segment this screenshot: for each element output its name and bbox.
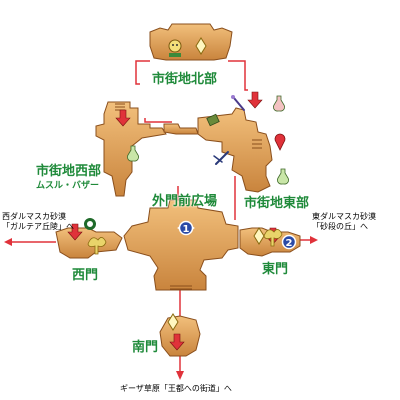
down-arrow-icon — [247, 91, 263, 109]
down-arrow-icon — [169, 333, 185, 351]
wand-icon — [233, 97, 245, 111]
potion-icon — [127, 145, 139, 162]
location-pin-icon — [274, 133, 286, 151]
route-arrowheads — [4, 236, 318, 380]
marker-2-label: 2 — [286, 238, 293, 249]
exit-east-line2: 「砂段の丘」へ — [312, 222, 368, 231]
area-label-east-gate: 東門 — [262, 262, 289, 277]
potion-icon — [277, 168, 289, 185]
area-label-west-gate: 西門 — [72, 268, 99, 283]
exit-west-line1: 西ダルマスカ砂漠 — [2, 212, 66, 221]
tree-icons — [87, 229, 283, 255]
marker-2: 2 — [281, 234, 297, 250]
exit-label-east: 東ダルマスカ砂漠 「砂段の丘」へ — [312, 212, 376, 232]
area-label-square: 外門前広場 — [152, 194, 218, 209]
npc-face-icon — [168, 39, 182, 57]
area-label-north: 市街地北部 — [152, 72, 218, 87]
tree-icon — [263, 229, 283, 247]
area-north — [149, 23, 233, 61]
exit-label-west: 西ダルマスカ砂漠 「ガルテア丘陵」へ — [2, 212, 74, 232]
exit-west-line2: 「ガルテア丘陵」へ — [2, 222, 74, 231]
area-sublabel-west: ムスル・バザー — [36, 181, 100, 191]
ring-icon — [84, 218, 96, 230]
crystal-icon — [195, 37, 207, 55]
marker-1-label: 1 — [183, 224, 190, 235]
shop-book-icon — [206, 113, 220, 127]
exit-label-south: ギーザ草原「王都への街道」へ — [120, 384, 232, 393]
crystal-icons — [167, 37, 265, 331]
area-label-east: 市街地東部 — [244, 196, 310, 211]
down-arrow-icon — [115, 109, 131, 127]
area-east — [197, 107, 273, 193]
sword-icon — [215, 151, 229, 165]
down-arrow-icon — [67, 223, 83, 241]
area-connector — [163, 123, 199, 135]
exit-east-line1: 東ダルマスカ砂漠 — [312, 212, 376, 221]
weapon-icons — [213, 95, 245, 165]
area-square — [123, 199, 239, 291]
potion-icon — [273, 95, 285, 112]
area-label-west: 市街地西部 — [36, 164, 102, 179]
potion-icons — [127, 95, 289, 185]
crystal-icon — [167, 313, 179, 331]
marker-1: 1 — [177, 220, 195, 236]
area-label-south-gate: 南門 — [132, 340, 159, 355]
tree-icon — [87, 237, 107, 255]
route-lines — [10, 60, 312, 372]
